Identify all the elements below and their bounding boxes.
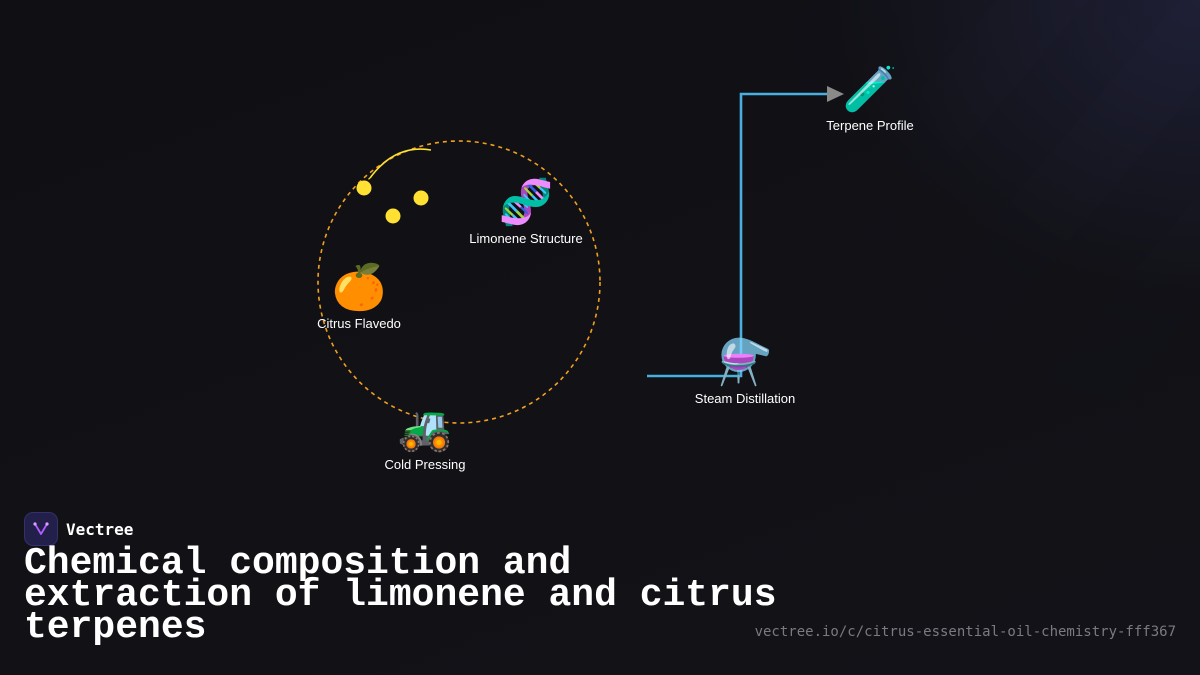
orange-icon: 🍊	[331, 262, 387, 313]
alembic-icon: ⚗️	[717, 337, 773, 388]
cycle-ring	[317, 140, 601, 424]
particle-dot	[385, 208, 401, 224]
node-steam-distillation[interactable]: ⚗️ Steam Distillation	[695, 337, 795, 406]
tractor-icon: 🚜	[397, 403, 453, 454]
node-label: Steam Distillation	[694, 391, 796, 406]
test-tube-icon: 🧪	[842, 64, 898, 115]
node-label: Cold Pressing	[384, 457, 466, 472]
node-label: Citrus Flavedo	[317, 316, 401, 331]
node-label: Terpene Profile	[826, 118, 914, 133]
node-terpene-profile[interactable]: 🧪 Terpene Profile	[826, 64, 913, 133]
page-title: Chemical composition and extraction of l…	[24, 542, 777, 649]
brand[interactable]: Vectree	[24, 512, 133, 546]
flow-connector	[647, 92, 828, 378]
node-label: Limonene Structure	[469, 231, 583, 246]
node-citrus-flavedo[interactable]: 🍊 Citrus Flavedo	[317, 262, 401, 331]
dna-icon: 🧬	[498, 177, 554, 228]
orbit-arc	[369, 148, 432, 179]
particle-dot	[413, 190, 429, 206]
arrowhead-icon	[827, 86, 844, 102]
node-limonene-structure[interactable]: 🧬 Limonene Structure	[469, 177, 582, 246]
vectree-logo-icon	[24, 512, 58, 546]
particle-dot	[356, 180, 372, 196]
brand-name: Vectree	[66, 519, 134, 539]
background-stripes	[680, 0, 1200, 520]
node-cold-pressing[interactable]: 🚜 Cold Pressing	[385, 403, 466, 472]
source-url[interactable]: vectree.io/c/citrus-essential-oil-chemis…	[754, 624, 1176, 640]
